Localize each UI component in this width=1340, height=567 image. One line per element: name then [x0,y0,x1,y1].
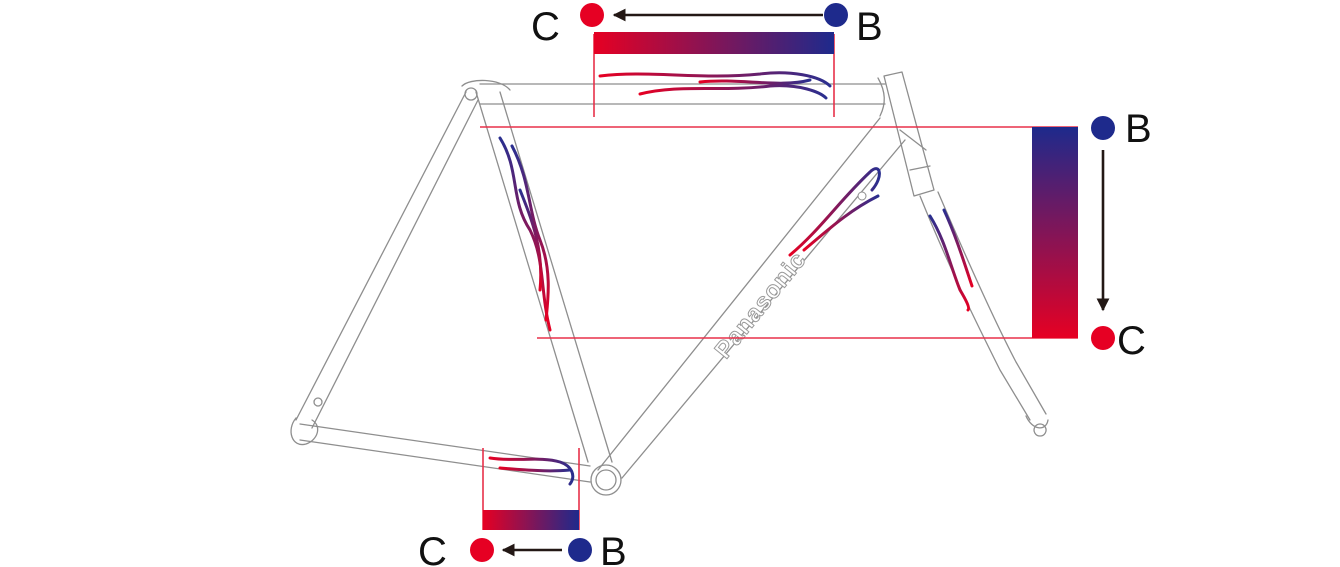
brand-text: Panasonic [710,246,812,363]
flame-decal-fork [928,208,974,312]
blue-dot-top [824,3,848,27]
blue-dot-bottom [568,538,592,562]
label-c-right: C [1117,319,1146,363]
seat-tube [475,91,613,463]
label-b-top: B [856,5,883,49]
head-tube [883,71,935,197]
flame-decal-top-tube [598,71,832,100]
gradient-bar-top-tube [594,32,834,54]
red-dot-right [1091,326,1115,350]
label-c-top: C [531,5,560,49]
flame-decal-chainstay [488,456,575,486]
label-b-bottom: B [600,530,627,567]
rear-dropout [290,417,319,446]
label-c-bottom: C [418,530,447,567]
top-tube [479,83,886,105]
gradient-bar-chainstay [483,510,579,530]
bike-frame [290,71,1049,496]
label-b-right: B [1125,107,1152,151]
guide-lines [480,34,1078,530]
flame-decal-seat-tube [498,136,552,332]
fork-dropout [1025,415,1049,437]
blue-dot-right [1091,116,1115,140]
fork [919,191,1047,421]
flame-decal-down-tube [788,167,881,257]
red-dot-top [580,3,604,27]
seat-cluster [464,87,478,101]
seat-stay [295,91,479,429]
gradient-bar-seat-tube [1032,127,1078,338]
bottom-bracket [590,464,622,496]
red-dot-bottom [470,538,494,562]
chainstay [299,423,591,483]
